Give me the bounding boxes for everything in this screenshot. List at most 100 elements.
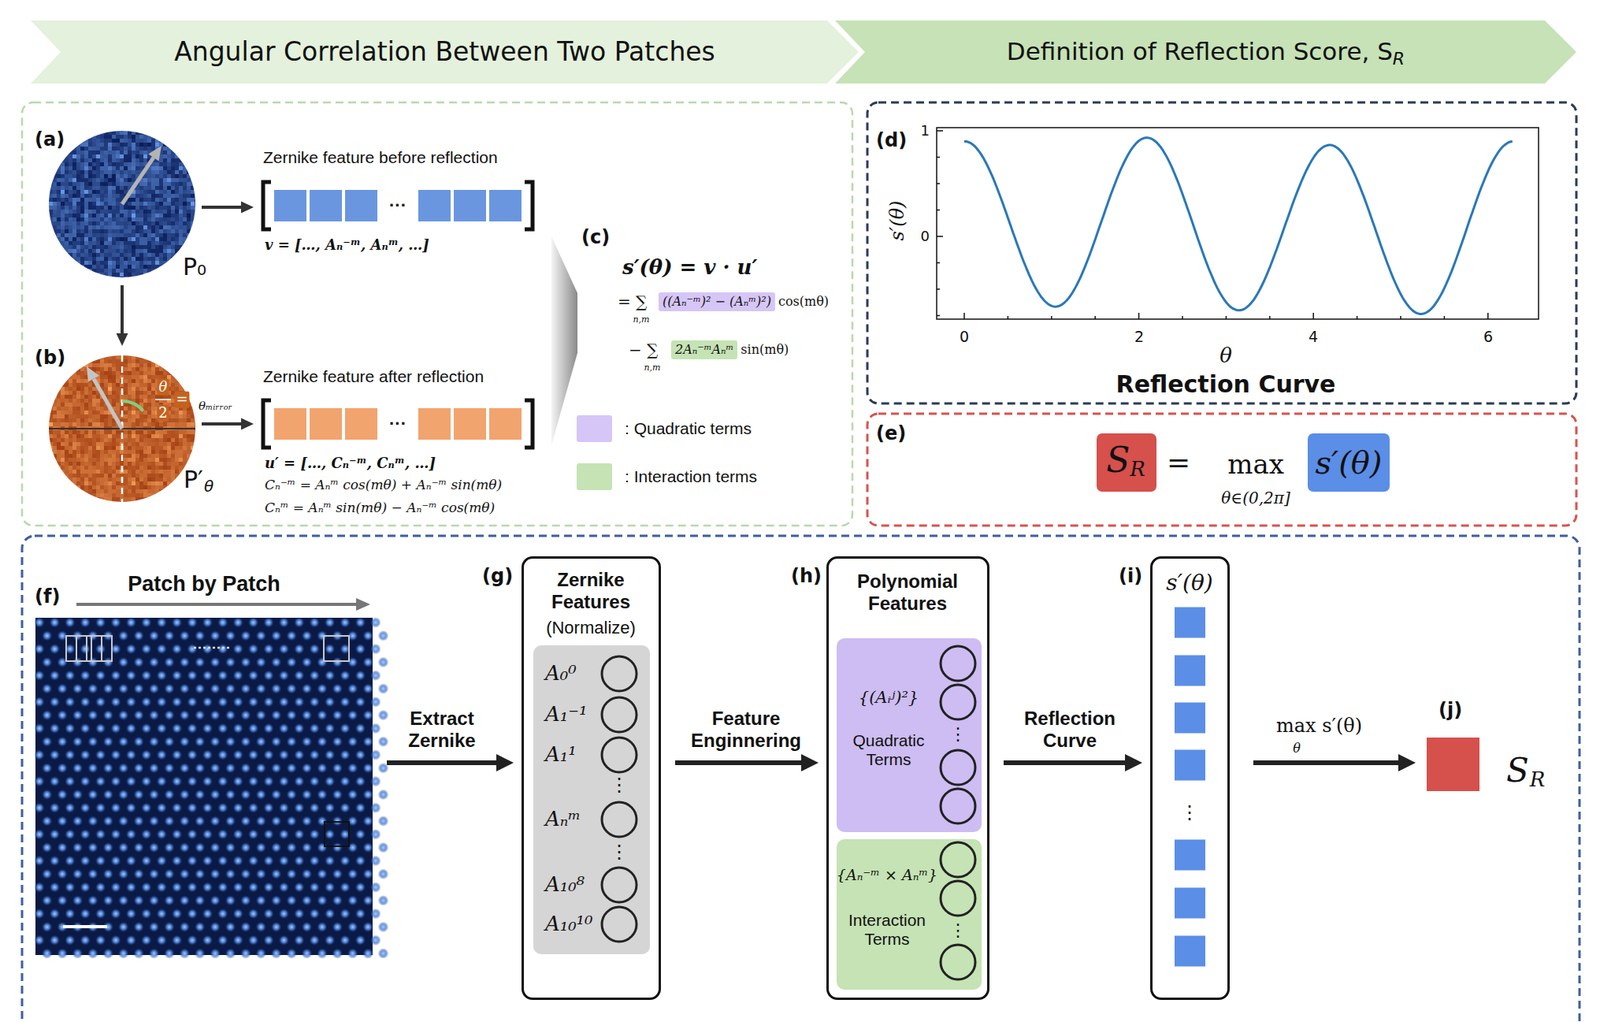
noise-pixel bbox=[115, 134, 120, 139]
noise-pixel bbox=[135, 154, 140, 159]
noise-pixel bbox=[103, 367, 108, 372]
noise-pixel bbox=[115, 363, 120, 368]
noise-pixel bbox=[174, 264, 179, 269]
noise-pixel bbox=[76, 166, 81, 171]
noise-pixel bbox=[119, 248, 124, 253]
noise-pixel bbox=[56, 398, 61, 403]
noise-pixel bbox=[135, 268, 140, 273]
noise-pixel bbox=[190, 150, 195, 155]
noise-pixel bbox=[174, 197, 179, 202]
noise-pixel bbox=[76, 245, 81, 249]
noise-pixel bbox=[167, 213, 171, 218]
noise-pixel bbox=[115, 225, 120, 230]
noise-pixel bbox=[194, 248, 199, 253]
noise-pixel bbox=[163, 221, 168, 226]
noise-pixel bbox=[76, 402, 81, 407]
noise-pixel bbox=[111, 142, 116, 147]
noise-pixel bbox=[80, 252, 85, 257]
noise-pixel bbox=[100, 264, 104, 269]
noise-pixel bbox=[131, 241, 136, 246]
arrow-head bbox=[241, 418, 254, 431]
noise-pixel bbox=[170, 189, 175, 194]
noise-pixel bbox=[76, 390, 81, 395]
noise-pixel bbox=[139, 197, 144, 202]
noise-pixel bbox=[119, 166, 124, 171]
noise-pixel bbox=[190, 138, 195, 143]
noise-pixel bbox=[174, 225, 179, 230]
noise-pixel bbox=[123, 260, 128, 265]
noise-pixel bbox=[178, 225, 183, 230]
noise-pixel bbox=[147, 170, 152, 175]
noise-pixel bbox=[115, 386, 120, 391]
noise-pixel bbox=[76, 181, 81, 186]
noise-pixel bbox=[88, 170, 93, 175]
noise-pixel bbox=[151, 181, 156, 186]
noise-pixel bbox=[131, 146, 136, 151]
noise-pixel bbox=[111, 193, 116, 198]
noise-pixel bbox=[147, 185, 152, 190]
noise-pixel bbox=[155, 189, 160, 194]
noise-pixel bbox=[127, 158, 132, 163]
noise-pixel bbox=[52, 158, 57, 163]
noise-pixel bbox=[190, 205, 195, 210]
noise-pixel bbox=[96, 402, 101, 407]
noise-pixel bbox=[143, 378, 148, 383]
noise-pixel bbox=[103, 201, 108, 206]
noise-pixel bbox=[143, 197, 148, 202]
noise-pixel bbox=[147, 201, 152, 206]
art-path bbox=[964, 137, 1513, 315]
noise-pixel bbox=[194, 225, 199, 230]
noise-pixel bbox=[143, 398, 148, 403]
noise-pixel bbox=[60, 241, 65, 246]
noise-pixel bbox=[60, 264, 65, 269]
noise-pixel bbox=[119, 130, 124, 135]
noise-pixel bbox=[68, 150, 73, 155]
noise-pixel bbox=[100, 229, 104, 234]
noise-pixel bbox=[60, 150, 65, 155]
ellipsis: ··· bbox=[389, 195, 407, 216]
noise-pixel bbox=[143, 154, 148, 159]
noise-pixel bbox=[182, 225, 187, 230]
noise-pixel bbox=[159, 252, 164, 257]
noise-pixel bbox=[96, 181, 101, 186]
noise-pixel bbox=[159, 158, 164, 163]
noise-pixel bbox=[56, 237, 61, 242]
noise-pixel bbox=[103, 150, 108, 155]
noise-pixel bbox=[151, 185, 156, 190]
noise-pixel bbox=[119, 162, 124, 167]
noise-pixel bbox=[147, 237, 152, 242]
noise-pixel bbox=[139, 134, 144, 139]
noise-pixel bbox=[115, 355, 120, 360]
noise-pixel bbox=[76, 205, 81, 210]
noise-pixel bbox=[194, 146, 199, 151]
noise-pixel bbox=[84, 138, 89, 143]
noise-pixel bbox=[139, 221, 144, 226]
noise-pixel bbox=[155, 221, 160, 226]
banner: Definition of Reflection Score, SR bbox=[835, 20, 1577, 84]
noise-pixel bbox=[52, 154, 57, 159]
noise-pixel bbox=[76, 142, 81, 147]
noise-pixel bbox=[84, 181, 89, 186]
noise-pixel bbox=[111, 386, 116, 391]
noise-pixel bbox=[100, 158, 104, 163]
noise-pixel bbox=[68, 252, 73, 257]
noise-pixel bbox=[147, 394, 152, 399]
noise-pixel bbox=[159, 174, 164, 179]
noise-pixel bbox=[76, 213, 81, 218]
noise-pixel bbox=[64, 170, 69, 175]
noise-pixel bbox=[170, 264, 175, 269]
noise-pixel bbox=[64, 201, 69, 206]
noise-pixel bbox=[139, 252, 144, 257]
noise-pixel bbox=[147, 402, 152, 407]
noise-pixel bbox=[92, 189, 97, 194]
noise-pixel bbox=[68, 178, 73, 182]
noise-pixel bbox=[103, 174, 108, 179]
noise-pixel bbox=[194, 130, 199, 135]
noise-pixel bbox=[163, 276, 168, 281]
art-polygon bbox=[356, 597, 371, 611]
noise-pixel bbox=[56, 252, 61, 257]
noise-pixel bbox=[167, 264, 171, 269]
noise-pixel bbox=[103, 272, 108, 277]
noise-pixel bbox=[119, 225, 124, 230]
noise-pixel bbox=[80, 158, 85, 163]
